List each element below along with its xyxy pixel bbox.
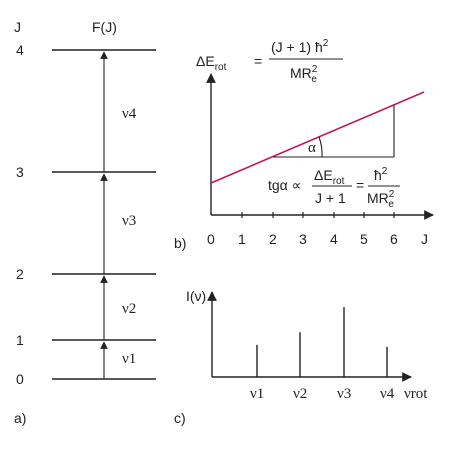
x-tick-label-5: 5 bbox=[360, 231, 368, 247]
peak-label-nu2: ν2 bbox=[293, 386, 307, 402]
x-tick-label-4: 4 bbox=[330, 231, 338, 247]
transition-label-nu2: ν2 bbox=[122, 301, 136, 317]
x-tick-label-0: 0 bbox=[207, 231, 215, 247]
panel-b-tag: b) bbox=[174, 235, 186, 251]
peak-label-nu1: ν1 bbox=[250, 386, 264, 402]
formula2-equals: = bbox=[356, 177, 364, 193]
formula-numerator: (J + 1) ħ2 bbox=[271, 38, 329, 55]
angle-arc bbox=[318, 136, 323, 158]
formula2-frac1-numerator: ΔErot bbox=[314, 167, 345, 187]
x-tick-label-6: 6 bbox=[390, 231, 398, 247]
level-label-0: 0 bbox=[16, 371, 24, 387]
level-label-2: 2 bbox=[16, 266, 24, 282]
panel-b-x-axis-label: J bbox=[421, 231, 428, 247]
peak-label-nu4: ν4 bbox=[380, 386, 395, 402]
x-tick-label-2: 2 bbox=[269, 231, 277, 247]
formula-equals: = bbox=[254, 53, 262, 69]
j-axis-label: J bbox=[14, 19, 21, 35]
fj-column-label: F(J) bbox=[92, 19, 117, 35]
panel-c-y-axis-label: I(ν) bbox=[186, 288, 206, 304]
level-label-4: 4 bbox=[16, 42, 24, 58]
panel-a-tag: a) bbox=[14, 410, 26, 426]
panel-c-tag: c) bbox=[174, 410, 186, 426]
spectrum-peaks bbox=[256, 307, 388, 377]
x-tick-label-3: 3 bbox=[299, 231, 307, 247]
level-label-3: 3 bbox=[16, 164, 24, 180]
formula-lhs: ΔErot bbox=[196, 53, 227, 73]
transition-label-nu4: ν4 bbox=[122, 106, 137, 122]
panel-c-spectrum: I(ν) ν1 ν2 ν3 ν4 νrot c) bbox=[174, 288, 428, 426]
angle-label: α bbox=[308, 140, 316, 156]
panel-a-energy-levels: J F(J) 0 1 2 3 4 ν1 ν2 ν3 ν4 a) bbox=[14, 19, 156, 426]
x-tick-label-1: 1 bbox=[238, 231, 246, 247]
peak-label-nu3: ν3 bbox=[337, 386, 351, 402]
level-label-1: 1 bbox=[16, 332, 24, 348]
panel-c-x-axis-label: νrot bbox=[404, 386, 428, 402]
formula2-frac1-denominator: J + 1 bbox=[315, 190, 346, 206]
transition-label-nu1: ν1 bbox=[122, 351, 136, 367]
formula2-frac2-numerator: ħ2 bbox=[374, 166, 388, 183]
transition-label-nu3: ν3 bbox=[122, 213, 136, 229]
delta-e-line bbox=[210, 91, 425, 184]
formula2-lhs: tgα ∝ bbox=[268, 177, 302, 193]
